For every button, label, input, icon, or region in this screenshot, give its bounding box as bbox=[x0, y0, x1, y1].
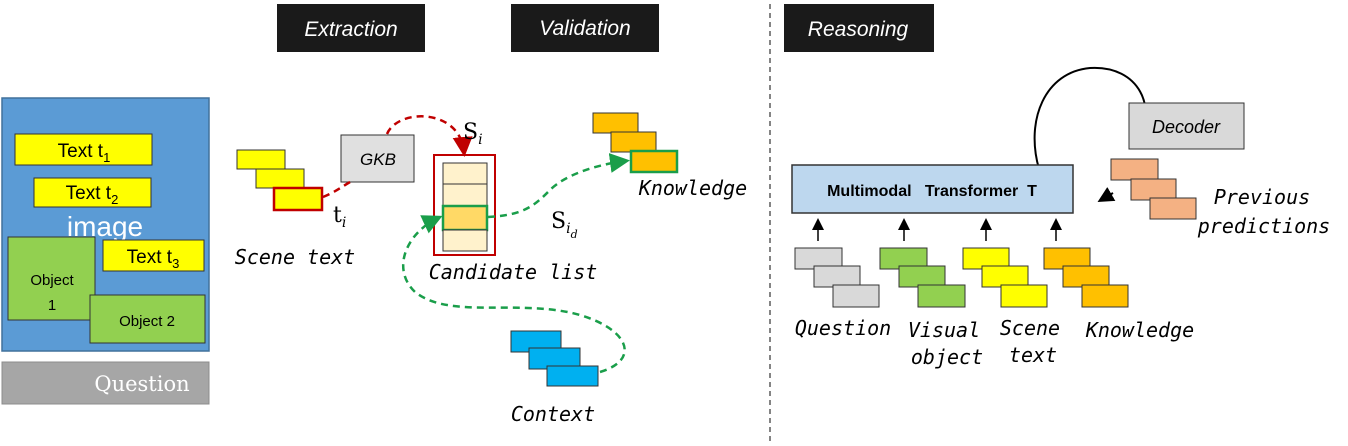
selected-token bbox=[272, 186, 324, 212]
candidate-list bbox=[433, 154, 496, 256]
transformer-label: Multimodal Transformer T bbox=[827, 183, 1037, 200]
question-input-stack bbox=[794, 247, 880, 308]
previous-predictions-stack bbox=[1110, 158, 1197, 220]
predictions-to-transformer-arrow bbox=[1097, 187, 1116, 203]
token-to-gkb-arrow bbox=[322, 180, 351, 199]
candidate-item bbox=[442, 183, 488, 207]
scene-input-label-line2: text bbox=[1009, 343, 1057, 367]
validation-header-label: Validation bbox=[539, 17, 630, 40]
reasoning-header: Reasoning bbox=[784, 4, 934, 52]
object2-label: Object 2 bbox=[119, 313, 175, 330]
reasoning-header-label: Reasoning bbox=[808, 18, 909, 41]
t-i-label: ti bbox=[333, 203, 346, 231]
candidate-item bbox=[442, 162, 488, 185]
decoder-label: Decoder bbox=[1152, 117, 1221, 137]
visual-input-label-line1: Visual bbox=[908, 318, 980, 342]
knowledge-stack bbox=[592, 112, 679, 174]
context-to-candidates-arrow bbox=[402, 215, 626, 374]
text-t2-label: Text t2 bbox=[66, 183, 119, 207]
candidate-item-selected bbox=[441, 204, 489, 232]
knowledge-input-label: Knowledge bbox=[1085, 318, 1194, 342]
scene-text-stack bbox=[236, 149, 324, 212]
previous-predictions-line2: predictions bbox=[1197, 214, 1330, 238]
extraction-header-label: Extraction bbox=[304, 18, 397, 41]
question-bar: Question bbox=[1, 361, 210, 405]
decoder-box: Decoder bbox=[1128, 102, 1245, 150]
text-t3-label: Text t3 bbox=[127, 247, 180, 271]
visual-input-stack bbox=[879, 247, 966, 308]
text-t1-label: Text t1 bbox=[58, 141, 111, 165]
previous-predictions-line1: Previous bbox=[1214, 185, 1310, 209]
transformer-box: Multimodal Transformer T bbox=[791, 164, 1074, 214]
gkb-box: GKB bbox=[340, 134, 415, 183]
candidate-to-knowledge-arrow bbox=[487, 153, 630, 219]
context-label: Context bbox=[511, 402, 595, 426]
text-box-t1: Text t1 bbox=[14, 133, 153, 166]
knowledge-input-stack bbox=[1043, 247, 1129, 308]
validated-knowledge bbox=[629, 149, 679, 174]
object1-number: 1 bbox=[48, 297, 56, 314]
scene-input-stack bbox=[962, 247, 1048, 308]
text-box-t2: Text t2 bbox=[33, 177, 152, 208]
question-bar-label: Question bbox=[94, 372, 189, 396]
s-id-label: Sid bbox=[551, 209, 578, 241]
knowledge-label-validation: Knowledge bbox=[638, 176, 747, 200]
gkb-label: GKB bbox=[360, 150, 396, 169]
candidate-item bbox=[442, 229, 488, 252]
question-input-label: Question bbox=[795, 316, 891, 340]
candidate-list-label: Candidate list bbox=[429, 260, 598, 284]
visual-input-label-line2: object bbox=[911, 345, 983, 369]
validation-header: Validation bbox=[511, 4, 659, 52]
object-2: Object 2 bbox=[89, 294, 206, 344]
scene-input-label-line1: Scene bbox=[1000, 316, 1060, 340]
context-stack bbox=[510, 330, 599, 387]
object1-label: Object bbox=[30, 272, 74, 289]
image-panel: image Text t1 Text t2 Object 1 Object 2 … bbox=[1, 97, 210, 352]
extraction-header: Extraction bbox=[277, 4, 425, 52]
object-1: Object 1 bbox=[7, 236, 96, 321]
gkb-to-candidates-arrow bbox=[385, 115, 473, 157]
scene-text-label: Scene text bbox=[235, 245, 355, 269]
text-box-t3: Text t3 bbox=[102, 239, 205, 272]
s-i-label: Si bbox=[463, 120, 483, 148]
